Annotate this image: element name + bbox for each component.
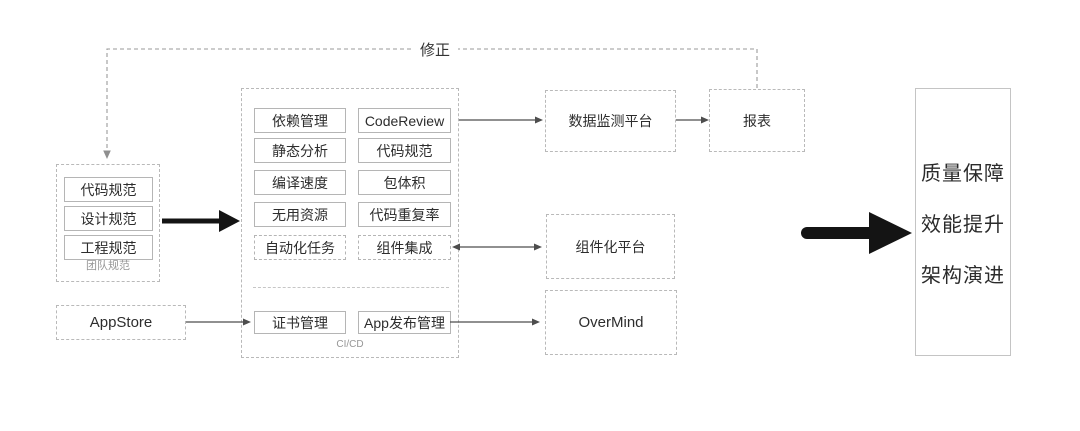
node-component-integration: 组件集成 xyxy=(358,235,451,260)
team-to-cicd-thick-arrow xyxy=(162,210,240,232)
node-static-analysis: 静态分析 xyxy=(254,138,346,163)
feedback-label: 修正 xyxy=(412,39,459,60)
node-build-speed: 编译速度 xyxy=(254,170,346,195)
goal-architecture-evolution: 架构演进 xyxy=(921,264,1005,287)
release-to-overmind-arrow xyxy=(450,318,540,326)
node-package-size: 包体积 xyxy=(358,170,451,195)
node-design-standard: 设计规范 xyxy=(64,206,153,231)
node-automation-tasks: 自动化任务 xyxy=(254,235,346,260)
monitoring-to-report-arrow xyxy=(676,116,709,124)
node-certificate-mgmt: 证书管理 xyxy=(254,311,346,334)
integration-platform-double-arrow xyxy=(452,243,542,251)
node-unused-resources: 无用资源 xyxy=(254,202,346,227)
node-engineering-standard: 工程规范 xyxy=(64,235,153,260)
cicd-to-monitoring-arrow xyxy=(459,116,543,124)
cicd-divider xyxy=(253,287,449,288)
node-appstore: AppStore xyxy=(56,305,186,340)
goal-quality-assurance: 质量保障 xyxy=(921,162,1005,185)
node-data-monitoring-platform: 数据监测平台 xyxy=(545,90,676,152)
node-code-standard: 代码规范 xyxy=(358,138,451,163)
node-code-standard-team: 代码规范 xyxy=(64,177,153,202)
node-dependency-mgmt: 依赖管理 xyxy=(254,108,346,133)
goal-efficiency-improvement: 效能提升 xyxy=(921,213,1005,236)
node-codereview: CodeReview xyxy=(358,108,451,133)
team-standards-group: 代码规范 设计规范 工程规范 团队规范 xyxy=(56,164,160,282)
to-goals-thick-arrow xyxy=(801,212,912,254)
node-componentization-platform: 组件化平台 xyxy=(546,214,675,279)
team-standards-caption: 团队规范 xyxy=(86,260,130,272)
goals-box: 质量保障 效能提升 架构演进 xyxy=(915,88,1011,356)
cicd-caption: CI/CD xyxy=(336,339,364,350)
node-overmind: OverMind xyxy=(545,290,677,355)
cicd-group: 依赖管理 CodeReview 静态分析 代码规范 编译速度 包体积 无用资源 … xyxy=(241,88,459,358)
node-code-duplication: 代码重复率 xyxy=(358,202,451,227)
node-app-release-mgmt: App发布管理 xyxy=(358,311,451,334)
node-report: 报表 xyxy=(709,89,805,152)
